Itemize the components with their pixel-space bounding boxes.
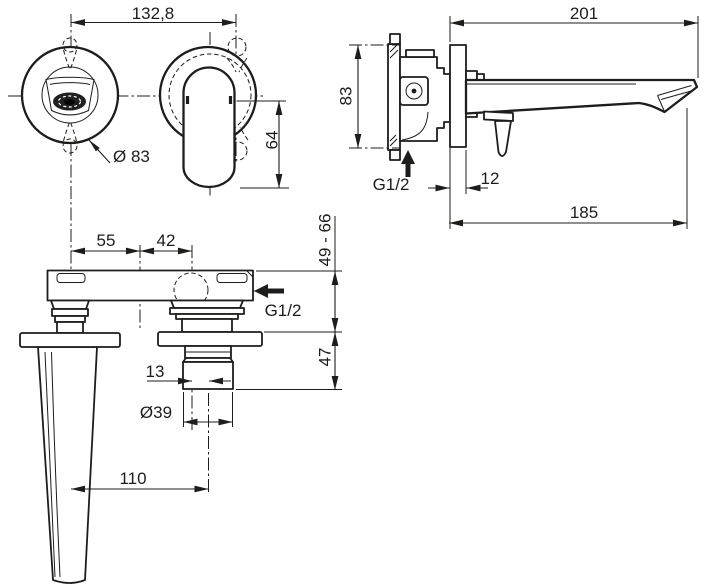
mounting-boss-bottom bbox=[389, 149, 401, 161]
dimension-labels: 132,8 Ø 83 64 201 83 G1/2 12 185 55 42 G… bbox=[97, 4, 599, 488]
spout-escutcheon-edge bbox=[19, 332, 121, 348]
mounting-boss-top bbox=[389, 33, 401, 45]
manifold-body bbox=[46, 269, 254, 302]
lever-handle-front bbox=[182, 66, 236, 189]
installation-view bbox=[19, 269, 263, 584]
label-spout-offset: 55 bbox=[97, 231, 116, 250]
hidden-screw-top bbox=[62, 37, 78, 53]
spout-collar-circle bbox=[41, 66, 99, 124]
label-total-projection: 201 bbox=[570, 4, 598, 23]
label-outlet-offset: 13 bbox=[146, 362, 165, 381]
label-spout-projection: 185 bbox=[570, 203, 598, 222]
hidden-screw-top-right bbox=[227, 37, 247, 57]
inlet-arrow-bottom bbox=[254, 284, 268, 298]
hidden-body-circle bbox=[168, 53, 252, 137]
hidden-screw-petal-bottom bbox=[63, 120, 77, 142]
label-spacing: 132,8 bbox=[132, 4, 175, 23]
hidden-screw-bottom-right bbox=[228, 141, 248, 161]
label-center-distance: 110 bbox=[119, 469, 146, 488]
label-valve-offset: 42 bbox=[157, 231, 176, 250]
hidden-screw-petal-top bbox=[63, 49, 77, 71]
label-body-height: 83 bbox=[337, 87, 356, 106]
valve-leg bbox=[181, 318, 233, 333]
lever-handle-side bbox=[494, 120, 512, 157]
inlet-arrow-side bbox=[401, 150, 415, 164]
spout-side bbox=[464, 78, 699, 115]
label-inlet-side: G1/2 bbox=[373, 175, 410, 194]
spout-leg bbox=[56, 321, 84, 334]
aerator-face bbox=[657, 85, 694, 112]
front-view bbox=[20, 37, 258, 189]
label-handle-length: 64 bbox=[263, 131, 282, 150]
hidden-screw-bottom bbox=[62, 138, 78, 154]
hidden-cartridge-circle bbox=[173, 272, 209, 308]
wall-plate-side bbox=[449, 44, 467, 148]
handle-escutcheon-edge bbox=[157, 331, 263, 347]
mounting-plate bbox=[387, 43, 401, 151]
label-inlet-bottom: G1/2 bbox=[265, 301, 302, 320]
handle-pivot-marks bbox=[185, 96, 233, 104]
label-outlet-projection: 47 bbox=[316, 348, 335, 367]
dimensions bbox=[71, 16, 699, 493]
label-depth-range: 49 - 66 bbox=[316, 214, 335, 267]
side-view bbox=[387, 33, 699, 161]
outlet-connector bbox=[182, 361, 234, 390]
handle-hub-side bbox=[483, 110, 514, 122]
spout-front-face bbox=[45, 76, 95, 116]
label-outlet-diameter: Ø39 bbox=[140, 403, 172, 422]
label-escutcheon-diameter: Ø 83 bbox=[113, 147, 150, 166]
fixing-screw bbox=[405, 82, 423, 100]
label-plate-depth: 12 bbox=[481, 169, 500, 188]
